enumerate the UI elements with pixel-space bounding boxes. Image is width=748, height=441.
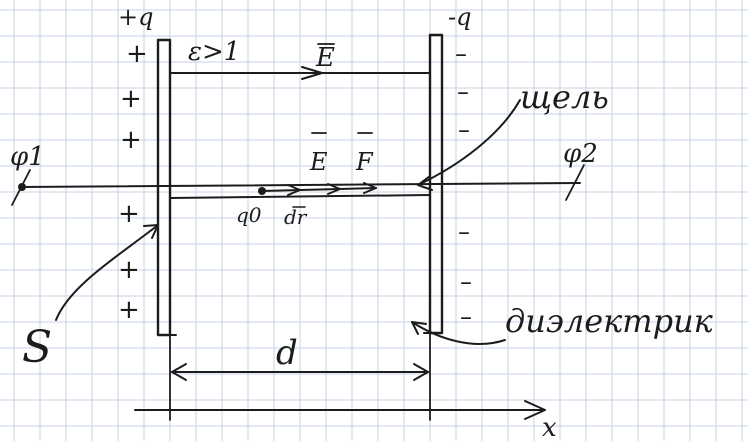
e-mid-label: E [309, 148, 328, 176]
e-top-label: E [315, 43, 335, 73]
q0-label: q0 [236, 203, 262, 227]
x-axis-arrow [524, 400, 546, 420]
minus-sign: – [458, 116, 470, 144]
f-arrow [363, 182, 377, 194]
surface-label: S [22, 322, 52, 373]
f-label: F [355, 148, 374, 176]
plus-signs: + + + + + + [118, 39, 148, 325]
minus-sign: – [455, 40, 467, 68]
minus-sign: – [460, 303, 472, 331]
distance-arrow-left [171, 363, 187, 381]
phi2-tick [565, 164, 585, 201]
plus-sign: + [118, 199, 140, 229]
gap-pointer [417, 99, 521, 186]
plus-sign: + [126, 39, 148, 69]
f-vector [339, 187, 377, 190]
positive-plate [156, 38, 172, 337]
dielectric-pointer-head [411, 321, 427, 335]
minus-sign: – [460, 268, 472, 296]
plus-sign: + [120, 84, 142, 114]
x-axis-label: x [542, 413, 557, 441]
dr-label: dr [284, 205, 308, 229]
distance-arrow-right [413, 363, 429, 381]
plus-sign: + [118, 295, 140, 325]
dr-vector [261, 189, 301, 192]
dielectric-label: диэлектрик [505, 302, 714, 340]
minus-signs: – – – – – – [455, 40, 472, 331]
phi1-tick [11, 169, 31, 206]
gap-pointer-head [417, 175, 433, 191]
dielectric-pointer [411, 321, 506, 345]
plus-sign: + [120, 125, 142, 155]
field-arrow-top [301, 66, 323, 80]
phi2-label: φ2 [563, 139, 598, 169]
epsilon-label: ε>1 [188, 37, 240, 67]
plus-sign: + [118, 255, 140, 285]
minus-q-label: -q [448, 3, 471, 31]
gap-channel-line [169, 194, 431, 199]
potential-axis-line [19, 182, 581, 188]
surface-pointer [55, 224, 159, 321]
minus-sign: – [458, 218, 470, 246]
plus-q-label: +q [118, 3, 153, 31]
distance-label: d [276, 333, 298, 373]
gap-label: щель [520, 78, 609, 116]
minus-sign: – [457, 78, 469, 106]
e-vector [299, 188, 341, 191]
surface-pointer-head [143, 224, 159, 239]
phi1-label: φ1 [10, 142, 45, 172]
